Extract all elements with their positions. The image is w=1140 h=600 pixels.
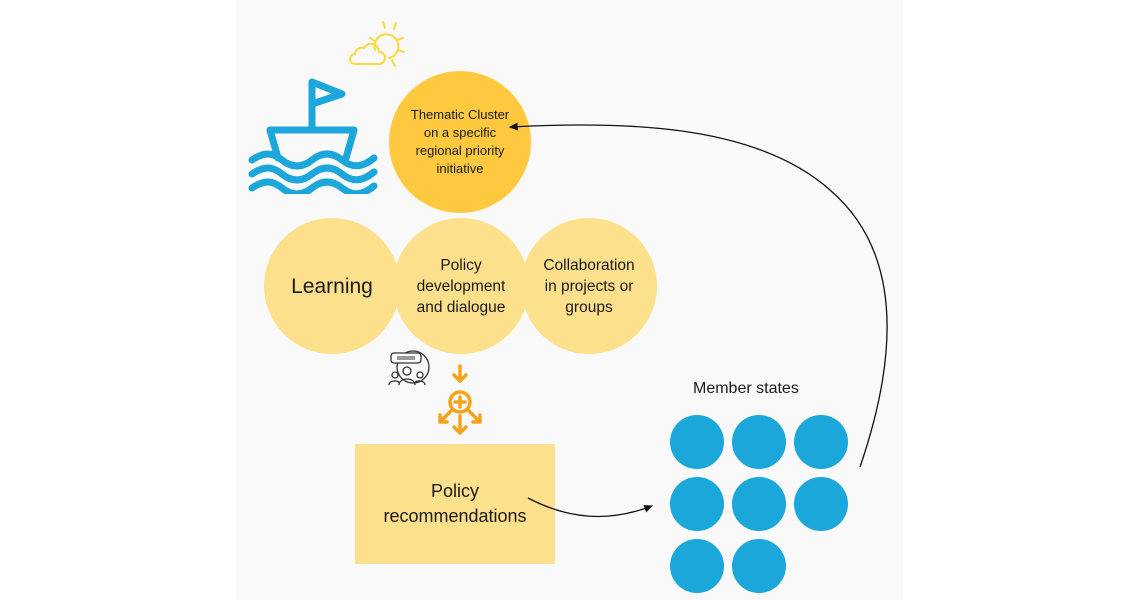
thematic-cluster-label: Thematic Cluster on a specific regional …	[410, 107, 510, 176]
member-state-dot	[670, 539, 724, 593]
boat-on-waves-icon	[248, 78, 378, 194]
member-state-dot	[732, 539, 786, 593]
pillar-label: Learning	[291, 274, 373, 298]
member-state-dot	[670, 415, 724, 469]
sun-cloud-icon	[349, 21, 405, 67]
pillar-policy-development: Policy development and dialogue	[393, 218, 529, 354]
member-state-dot	[794, 415, 848, 469]
pillar-learning: Learning	[264, 218, 400, 354]
policy-recommendations-box: Policy recommendations	[355, 444, 555, 564]
pillar-label: Collaboration in projects or groups	[543, 256, 635, 316]
member-states-title: Member states	[693, 380, 799, 397]
group-discussion-icon	[388, 350, 430, 386]
thematic-cluster-circle: Thematic Cluster on a specific regional …	[389, 71, 531, 213]
merge-arrows-icon	[438, 364, 482, 435]
pillar-collaboration: Collaboration in projects or groups	[521, 218, 657, 354]
member-state-dot	[732, 477, 786, 531]
member-state-dot	[794, 477, 848, 531]
pillar-label: Policy development and dialogue	[416, 256, 506, 316]
policy-recommendations-label: Policy recommendations	[383, 481, 527, 526]
member-state-dot	[670, 477, 724, 531]
member-state-dot	[732, 415, 786, 469]
